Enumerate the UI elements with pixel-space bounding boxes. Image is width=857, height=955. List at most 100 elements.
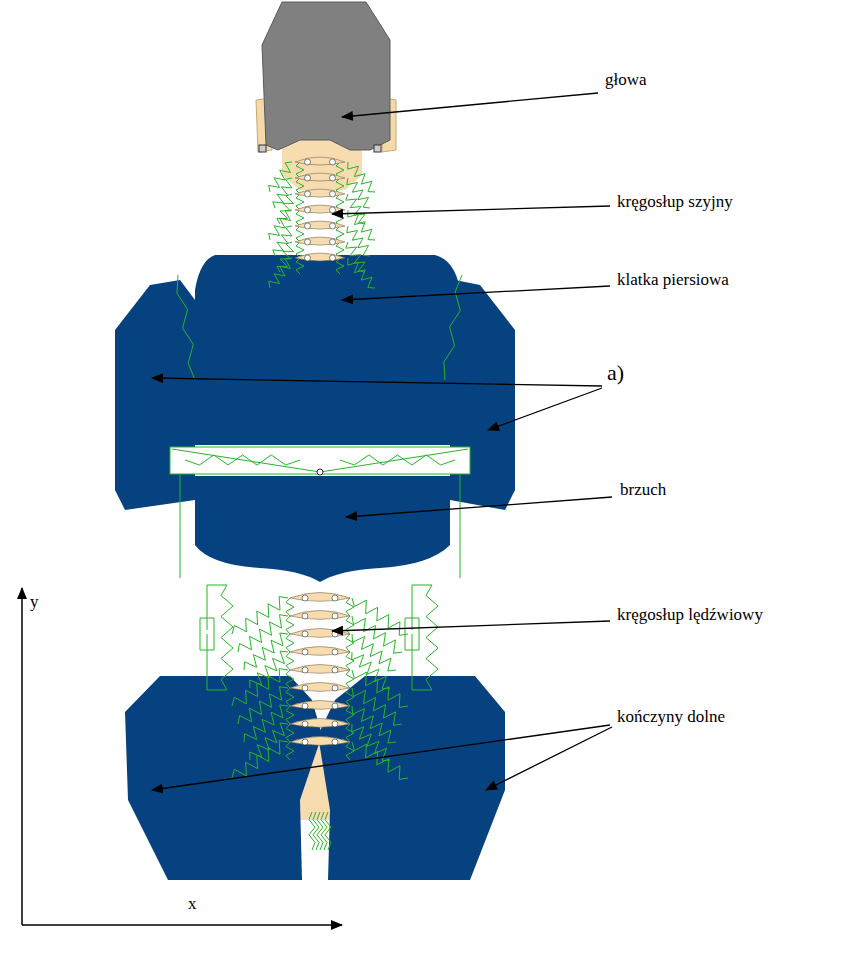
spring <box>336 258 344 274</box>
leader-lines <box>152 93 612 790</box>
joint <box>330 159 336 165</box>
joint <box>305 255 311 261</box>
joint <box>305 223 311 229</box>
part-label: kończyny dolne <box>617 707 725 727</box>
spring <box>444 275 462 380</box>
chest <box>195 255 460 445</box>
vertebra <box>295 189 345 197</box>
spring <box>347 226 370 256</box>
joint <box>332 739 338 745</box>
spring <box>347 178 370 208</box>
spring <box>352 688 402 725</box>
y-axis <box>21 588 23 925</box>
vertebra <box>290 737 350 746</box>
joint <box>305 207 311 213</box>
joint <box>330 175 336 181</box>
spring <box>426 585 438 690</box>
joint <box>332 649 338 655</box>
joint <box>330 207 336 213</box>
joint <box>302 685 308 691</box>
spring <box>286 598 294 616</box>
spring <box>269 258 292 288</box>
spring <box>352 670 408 707</box>
part-label: brzuch <box>620 480 666 500</box>
axis-label: x <box>188 894 197 914</box>
band <box>170 447 470 474</box>
vertebra <box>295 221 345 229</box>
spring <box>286 724 294 742</box>
joint <box>302 667 308 673</box>
joint <box>302 721 308 727</box>
vertebra <box>295 157 345 165</box>
part-label: a) <box>607 360 624 386</box>
vertebra <box>295 173 345 181</box>
spring <box>346 706 354 724</box>
spring <box>180 475 181 578</box>
joint <box>330 239 336 245</box>
joint <box>305 239 311 245</box>
vertebra <box>290 593 350 602</box>
joint <box>332 613 338 619</box>
spring <box>346 688 354 706</box>
damper <box>405 585 419 690</box>
joint <box>305 175 311 181</box>
vertebra <box>290 683 350 692</box>
spring <box>286 742 294 760</box>
part-label: klatka piersiowa <box>617 270 729 290</box>
spring-link <box>207 585 227 690</box>
vertebra <box>290 665 350 674</box>
joint <box>302 703 308 709</box>
joint <box>330 191 336 197</box>
vertebra <box>295 253 345 261</box>
joint <box>332 667 338 673</box>
damper <box>200 585 214 690</box>
vertebra <box>295 237 345 245</box>
x-axis <box>22 924 342 926</box>
vertebra <box>290 611 350 620</box>
spring <box>286 706 294 724</box>
spring <box>346 242 365 272</box>
spring <box>352 634 396 671</box>
spring <box>346 598 354 616</box>
spring <box>286 688 294 706</box>
spring <box>286 652 294 670</box>
joint <box>332 685 338 691</box>
spring <box>221 585 233 690</box>
axis-label: y <box>30 592 39 612</box>
vertebra <box>290 647 350 656</box>
spring <box>460 475 461 578</box>
joint <box>332 595 338 601</box>
joint <box>332 631 338 637</box>
spring <box>346 616 354 634</box>
joint <box>332 721 338 727</box>
vertebra <box>295 205 345 213</box>
spring <box>352 616 402 653</box>
spring <box>346 634 354 652</box>
spring <box>346 742 354 760</box>
joint <box>305 159 311 165</box>
spring <box>348 258 375 288</box>
spring <box>286 634 294 652</box>
spring <box>286 670 294 688</box>
spring <box>296 258 304 274</box>
part-label: głowa <box>605 70 647 90</box>
joint <box>302 595 308 601</box>
spring <box>346 670 354 688</box>
springs <box>172 157 468 850</box>
part-label: kręgosłup lędźwiowy <box>617 605 763 625</box>
left-arm <box>115 280 195 510</box>
spring <box>348 162 375 192</box>
spring <box>177 275 195 380</box>
spring <box>346 724 354 742</box>
spring-link <box>412 585 432 690</box>
vertebra <box>290 701 350 710</box>
joint <box>305 191 311 197</box>
joint <box>302 613 308 619</box>
joint <box>302 739 308 745</box>
spring <box>286 616 294 634</box>
abdomen <box>195 476 450 582</box>
spring <box>325 812 331 850</box>
joint <box>332 703 338 709</box>
joint <box>330 255 336 261</box>
